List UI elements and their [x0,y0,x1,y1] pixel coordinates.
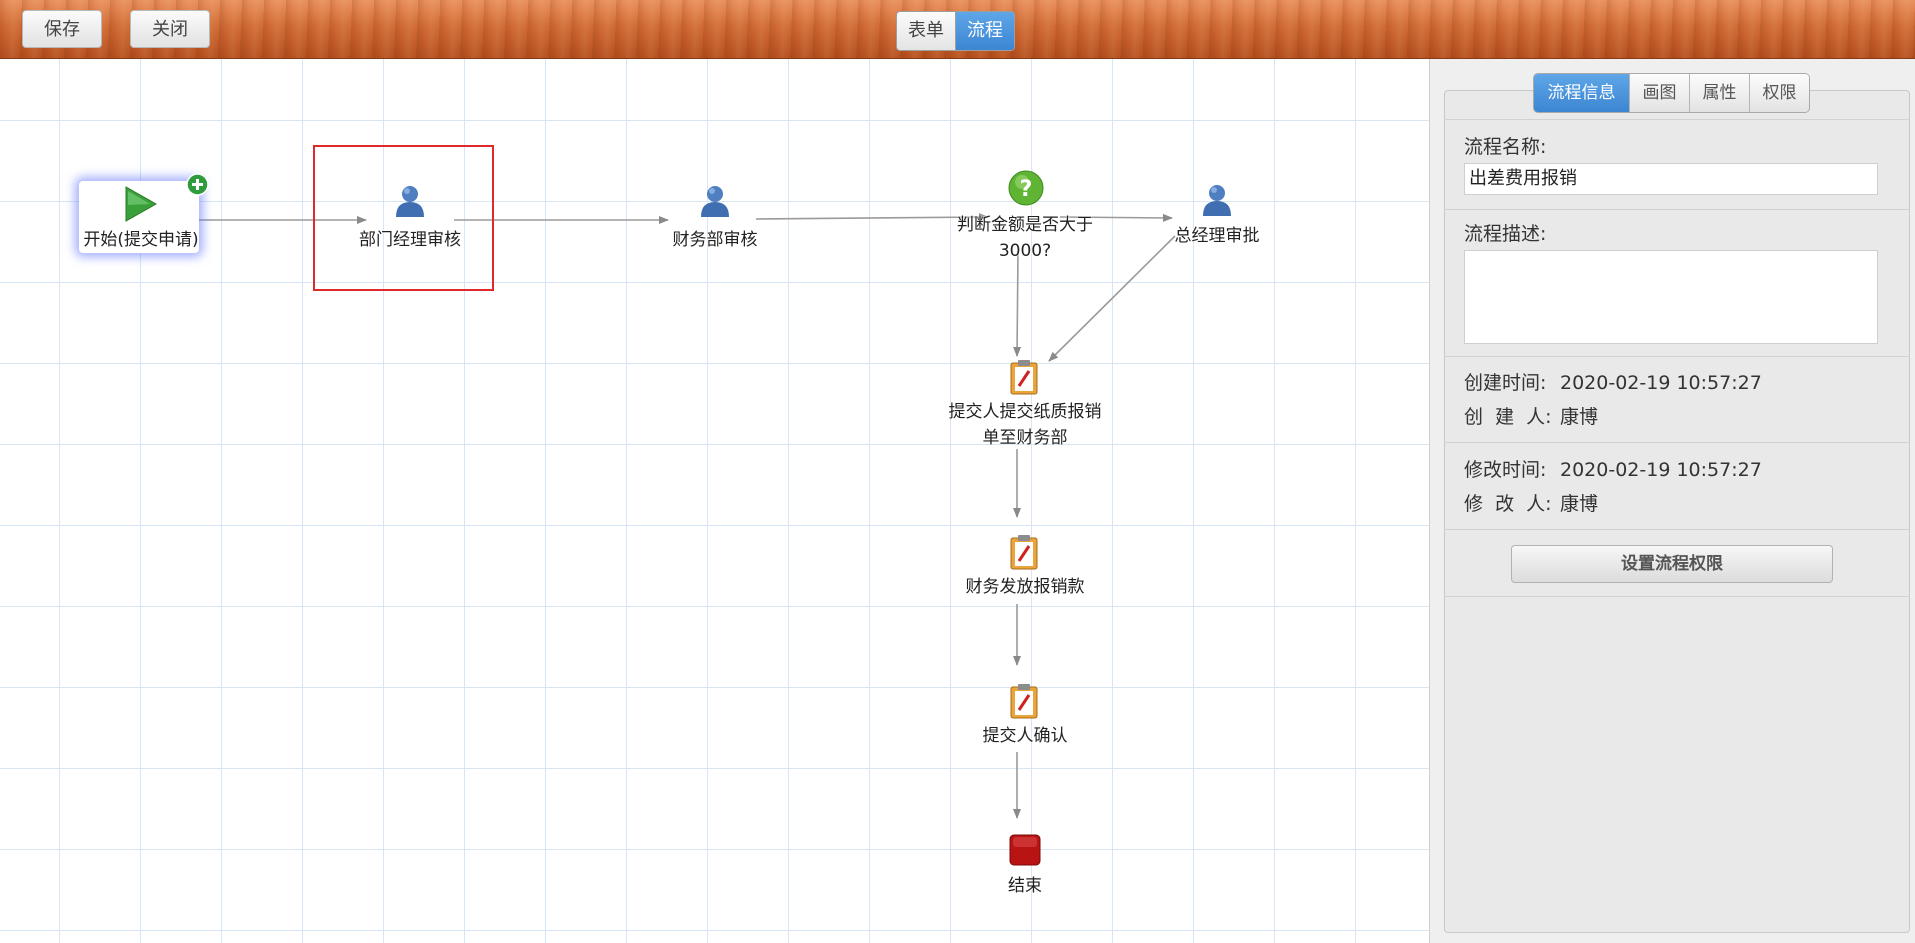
node-label-gm-approval[interactable]: 总经理审批 [1174,226,1260,246]
flow-desc-textarea[interactable] [1464,250,1878,344]
clipboard-icon [1010,684,1038,719]
divider [1444,119,1910,120]
flow-connectors [178,213,1176,819]
creator-value: 康博 [1560,406,1599,428]
flow-canvas[interactable]: 开始(提交申请) 部门经理审核 财务部审核 ? 判断金额是否大于 3000? 总… [0,59,1429,943]
tab-permissions[interactable]: 权限 [1749,74,1809,112]
node-label-finance-pay[interactable]: 财务发放报销款 [965,577,1085,597]
modified-time-label: 修改时间: [1464,459,1547,481]
flow-name-label: 流程名称: [1464,136,1547,158]
modified-time-value: 2020-02-19 10:57:27 [1560,459,1762,481]
edge-decision-gm[interactable] [1059,213,1173,222]
created-time-row: 创建时间: 2020-02-19 10:57:27 [1464,368,1762,395]
top-toolbar: 保存 关闭 表单 流程 [0,0,1915,59]
play-icon [125,186,158,222]
user-icon [396,186,424,217]
creator-row: 创 建 人: 康博 [1464,402,1598,429]
add-icon[interactable] [186,173,209,196]
node-label-start: 开始(提交申请) [83,230,199,250]
flow-name-input[interactable]: 出差费用报销 [1464,163,1878,195]
tab-flow-info[interactable]: 流程信息 [1534,74,1629,112]
paper-line-2: 单至财务部 [982,428,1068,448]
panel-tabs: 流程信息 画图 属性 权限 [1533,73,1810,113]
clipboard-icon [1010,535,1038,570]
clipboard-icon [1010,360,1038,395]
tab-form[interactable]: 表单 [897,12,955,50]
stop-icon [1009,834,1041,866]
properties-panel [1429,59,1915,943]
divider [1444,596,1910,597]
node-label-confirm[interactable]: 提交人确认 [982,726,1068,746]
divider [1444,442,1910,443]
edge-decision-paper[interactable] [1013,250,1022,357]
user-icon [701,186,729,217]
save-button[interactable]: 保存 [22,10,102,48]
user-icon [1203,185,1231,216]
tab-properties[interactable]: 属性 [1689,74,1749,112]
node-label-paper-submit[interactable]: 提交人提交纸质报销 单至财务部 [930,399,1120,451]
set-permission-button[interactable]: 设置流程权限 [1511,545,1833,583]
modifier-label: 修 改 人: [1464,493,1552,515]
modifier-value: 康博 [1560,493,1599,515]
question-icon: ? [1008,170,1044,206]
start-node[interactable] [79,181,199,253]
divider [1444,209,1910,210]
paper-line-1: 提交人提交纸质报销 [948,402,1102,422]
tab-drawing[interactable]: 画图 [1629,74,1689,112]
svg-text:?: ? [1020,177,1033,202]
divider [1444,356,1910,357]
node-label-dept-manager[interactable]: 部门经理审核 [359,230,461,250]
flow-desc-label: 流程描述: [1464,223,1547,245]
creator-label: 创 建 人: [1464,406,1552,428]
decision-line-2: 3000? [998,241,1052,261]
divider [1444,529,1910,530]
decision-line-1: 判断金额是否大于 [957,215,1093,235]
modified-time-row: 修改时间: 2020-02-19 10:57:27 [1464,455,1762,482]
node-label-end[interactable]: 结束 [1008,876,1042,896]
edge-gm-paper[interactable] [1048,235,1176,362]
panel-body [1444,90,1910,933]
node-label-decision[interactable]: 判断金额是否大于 3000? [940,212,1110,264]
close-button[interactable]: 关闭 [130,10,210,48]
node-label-finance-review[interactable]: 财务部审核 [672,230,758,250]
selection-box [313,145,494,291]
view-switcher: 表单 流程 [896,11,1015,51]
edge-finance-decision[interactable] [755,213,989,222]
created-time-label: 创建时间: [1464,372,1547,394]
modifier-row: 修 改 人: 康博 [1464,489,1598,516]
created-time-value: 2020-02-19 10:57:27 [1560,372,1762,394]
tab-flow[interactable]: 流程 [955,12,1014,50]
